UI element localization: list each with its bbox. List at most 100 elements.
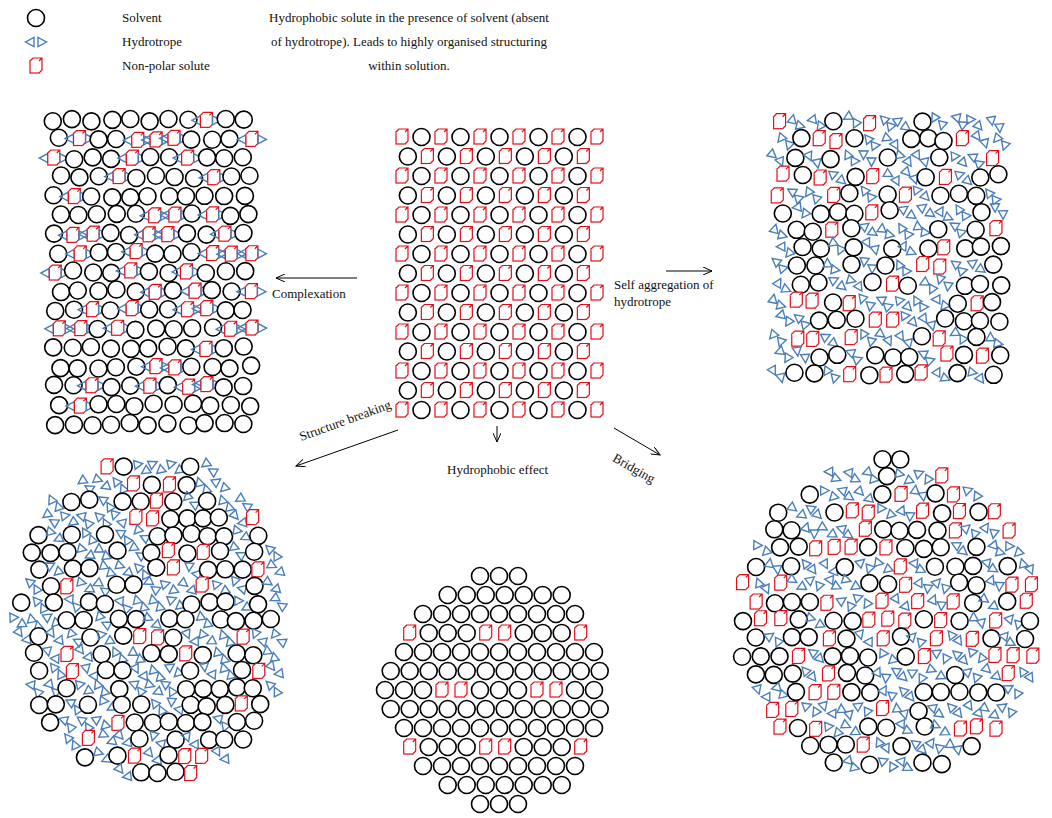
solvent-molecule xyxy=(217,302,234,319)
solvent-molecule xyxy=(861,575,878,592)
solvent-molecule xyxy=(548,720,565,737)
hydrotrope-molecule xyxy=(943,282,953,292)
hydrotrope-molecule xyxy=(51,566,63,578)
hydrotrope-molecule xyxy=(826,492,838,504)
hydrotrope-molecule xyxy=(957,227,968,238)
hydrotrope-molecule xyxy=(899,601,909,611)
hydrotrope-molecule xyxy=(212,646,223,656)
solute-cube xyxy=(552,246,564,261)
solvent-molecule xyxy=(825,612,842,629)
solute-cube xyxy=(935,613,947,628)
hydrotrope-molecule xyxy=(43,647,53,657)
solvent-molecule xyxy=(844,613,861,630)
solute-cube xyxy=(66,664,78,679)
hydrotrope-molecule xyxy=(217,629,228,640)
solvent-molecule xyxy=(807,257,824,274)
hydrotrope-molecule xyxy=(174,383,183,392)
solvent-molecule xyxy=(968,577,985,594)
solvent-molecule xyxy=(569,129,586,146)
solute-cube xyxy=(591,324,603,339)
solute-cube xyxy=(125,263,137,278)
hydrotrope-molecule xyxy=(233,525,243,535)
hydrotrope-molecule xyxy=(206,465,218,477)
solvent-molecule xyxy=(52,167,69,184)
hydrotrope-molecule xyxy=(853,592,864,603)
solvent-molecule xyxy=(126,714,143,731)
hydrotrope-molecule xyxy=(66,402,75,411)
solvent-molecule xyxy=(910,703,927,720)
solvent-molecule xyxy=(439,625,456,642)
solvent-molecule xyxy=(165,321,182,338)
solute-cube xyxy=(577,188,589,203)
solvent-molecule xyxy=(93,646,110,663)
solvent-molecule xyxy=(399,304,416,321)
hydrotrope-molecule xyxy=(807,115,817,125)
solute-cube xyxy=(866,205,878,220)
solute-cube xyxy=(1020,593,1032,608)
hydrotrope-molecule xyxy=(770,683,780,694)
solvent-molecule xyxy=(420,663,437,680)
solvent-molecule xyxy=(909,521,926,538)
hydrotrope-molecule xyxy=(1011,689,1023,701)
solvent-molecule xyxy=(203,282,220,299)
solvent-molecule xyxy=(180,417,197,434)
solute-cube xyxy=(150,359,162,374)
solvent-molecule xyxy=(143,476,160,493)
solvent-molecule xyxy=(555,148,572,165)
solvent-molecule xyxy=(862,684,879,701)
solute-cube xyxy=(1003,523,1015,538)
legend-text: Hydrotrope xyxy=(122,30,182,54)
hydrotrope-molecule xyxy=(958,157,970,169)
solvent-molecule xyxy=(874,451,891,468)
solute-cube xyxy=(575,625,587,640)
solvent-molecule xyxy=(453,606,470,623)
solvent-molecule xyxy=(965,557,982,574)
solvent-molecule xyxy=(491,207,508,224)
solvent-molecule xyxy=(396,720,413,737)
solvent-molecule xyxy=(458,739,475,756)
hydrotrope-molecule xyxy=(950,539,962,551)
hydrotrope-molecule xyxy=(96,493,108,505)
hydrotrope-molecule xyxy=(99,481,110,492)
hydrotrope-molecule xyxy=(160,363,169,372)
hydrotrope-molecule xyxy=(65,134,74,143)
hydrotrope-molecule xyxy=(868,265,877,274)
solvent-molecule xyxy=(496,777,513,794)
solvent-molecule xyxy=(201,594,218,611)
hydrotrope-molecule xyxy=(118,304,127,313)
solvent-molecule xyxy=(166,169,183,186)
solvent-molecule xyxy=(413,207,430,224)
solvent-molecule xyxy=(123,340,140,357)
hydrotrope-molecule xyxy=(270,549,282,561)
hydrotrope-molecule xyxy=(807,672,819,684)
solvent-molecule xyxy=(103,150,120,167)
solvent-molecule xyxy=(530,402,547,419)
solvent-molecule xyxy=(82,629,99,646)
solute-cube xyxy=(953,504,965,519)
solvent-molecule xyxy=(957,240,974,257)
solvent-molecule xyxy=(23,544,40,561)
solvent-molecule xyxy=(145,395,162,412)
solvent-molecule xyxy=(235,415,252,432)
solvent-molecule xyxy=(458,701,475,718)
solvent-molecule xyxy=(891,522,908,539)
hydrotrope-molecule xyxy=(45,493,57,505)
hydrotrope-molecule xyxy=(26,613,36,623)
solvent-molecule xyxy=(102,224,119,241)
solvent-molecule xyxy=(244,680,261,697)
solvent-molecule xyxy=(893,738,910,755)
hydrotrope-molecule xyxy=(192,304,201,313)
solute-cube xyxy=(179,749,191,764)
solute-cube xyxy=(552,363,564,378)
solute-cube xyxy=(435,246,447,261)
solvent-molecule xyxy=(812,240,829,257)
hydrotrope-molecule xyxy=(76,679,86,690)
solvent-molecule xyxy=(789,720,806,737)
solvent-molecule xyxy=(30,527,47,544)
solute-cube xyxy=(474,246,486,261)
solute-cube xyxy=(182,302,194,317)
hydrotrope-molecule xyxy=(987,540,997,550)
solvent-molecule xyxy=(198,698,215,715)
solute-cube xyxy=(857,737,869,752)
hydrotrope-molecule xyxy=(181,287,190,296)
